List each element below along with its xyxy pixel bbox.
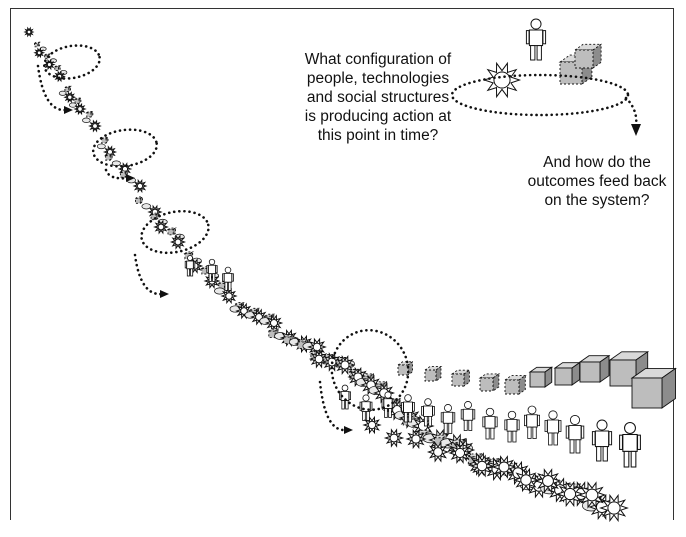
cube-icon — [396, 360, 414, 376]
stream-blob — [96, 143, 106, 150]
stream-sun — [23, 26, 35, 38]
sun-icon — [599, 493, 629, 523]
stream-cube — [63, 85, 72, 93]
question-line: people, technologies — [306, 70, 450, 87]
cube-icon — [478, 373, 501, 392]
sun-icon — [448, 441, 472, 465]
feedback-loops — [36, 44, 410, 434]
person-icon — [359, 394, 373, 421]
question-line: this point in time? — [317, 127, 439, 144]
cube-icon — [423, 365, 443, 382]
person-icon — [524, 405, 541, 439]
question-line: and social structures — [306, 89, 450, 106]
stream-blob — [214, 287, 226, 295]
cube-stream — [396, 350, 677, 409]
question-line: What configuration of — [304, 51, 452, 68]
person-icon — [591, 419, 613, 462]
feedback-loop-3 — [133, 209, 210, 298]
feedback-question: And how do the outcomes feed back on the… — [522, 153, 672, 210]
arrow-head — [160, 290, 169, 298]
feedback-loop-2 — [91, 128, 159, 182]
stream-cube — [73, 97, 83, 105]
stream-cube — [104, 153, 114, 161]
stream-cube — [134, 196, 144, 205]
arrow-head — [344, 426, 353, 434]
stream-cube — [166, 227, 177, 236]
question-line: outcomes feed back — [527, 173, 667, 190]
sun-icon — [555, 480, 585, 508]
stream-sun — [63, 91, 77, 104]
stream-sun — [43, 58, 56, 71]
stream-sun — [132, 178, 148, 194]
person-icon — [619, 422, 641, 468]
person-icon — [421, 398, 435, 427]
stream-blob — [58, 90, 67, 96]
arrow-head — [126, 174, 135, 182]
stream-blob — [82, 117, 91, 123]
cube-icon — [573, 43, 603, 69]
people-stream — [184, 255, 641, 468]
question-line: And how do the — [543, 154, 651, 171]
sun-icon — [469, 454, 495, 478]
sun-stream — [362, 415, 629, 523]
stream-sun — [88, 119, 102, 133]
stream-sun — [334, 355, 356, 375]
stream-cube — [33, 41, 41, 48]
stream-sun — [153, 219, 169, 235]
cube-icon — [553, 361, 582, 386]
arrow-head — [64, 106, 73, 114]
feedback-loop-1 — [36, 44, 102, 114]
arrow-head — [631, 124, 641, 136]
person-icon — [206, 258, 218, 282]
person-icon — [525, 18, 547, 61]
cube-icon — [578, 354, 611, 383]
figure-frame — [10, 8, 674, 520]
feedback-loop-legend — [450, 73, 630, 117]
person-icon — [338, 384, 351, 410]
stream-sun — [308, 349, 330, 369]
sun-icon — [534, 468, 562, 494]
sun-icon — [383, 428, 405, 448]
stream-sun — [73, 102, 87, 116]
stream-sun — [33, 47, 46, 59]
stream-cube — [100, 136, 110, 144]
question-line: is producing action at — [304, 108, 452, 125]
person-icon — [460, 401, 476, 431]
question-line: on the system? — [544, 192, 650, 209]
person-icon — [401, 394, 415, 423]
configuration-question: What configuration of people, technologi… — [276, 50, 480, 145]
cube-icon — [503, 374, 527, 395]
sun-icon — [405, 428, 427, 450]
sun-icon — [491, 455, 517, 479]
legend-icons — [450, 18, 641, 136]
stream-sun — [220, 287, 238, 305]
stream-sun — [264, 314, 284, 332]
person-icon — [440, 404, 456, 434]
sun-icon — [426, 441, 450, 463]
sun-icon — [362, 415, 382, 435]
legend-arrow-line — [624, 96, 638, 128]
cube-icon — [630, 367, 677, 409]
stream-cube — [85, 110, 95, 118]
cube-icon — [450, 369, 471, 387]
person-icon — [222, 266, 234, 291]
person-icon — [184, 255, 196, 277]
cube-icon — [528, 366, 554, 388]
feedback-loop-4 — [318, 328, 410, 434]
sun-icon — [577, 481, 607, 509]
stream-sun — [169, 234, 187, 250]
person-icon — [482, 407, 498, 440]
time-stream — [23, 26, 616, 521]
person-icon — [544, 410, 562, 446]
person-icon — [565, 414, 585, 454]
stream-cube — [53, 64, 62, 72]
sun-icon — [482, 61, 522, 99]
sun-icon — [513, 467, 539, 493]
stream-blob — [141, 203, 152, 210]
person-icon — [504, 410, 520, 443]
stream-blob — [68, 102, 77, 108]
